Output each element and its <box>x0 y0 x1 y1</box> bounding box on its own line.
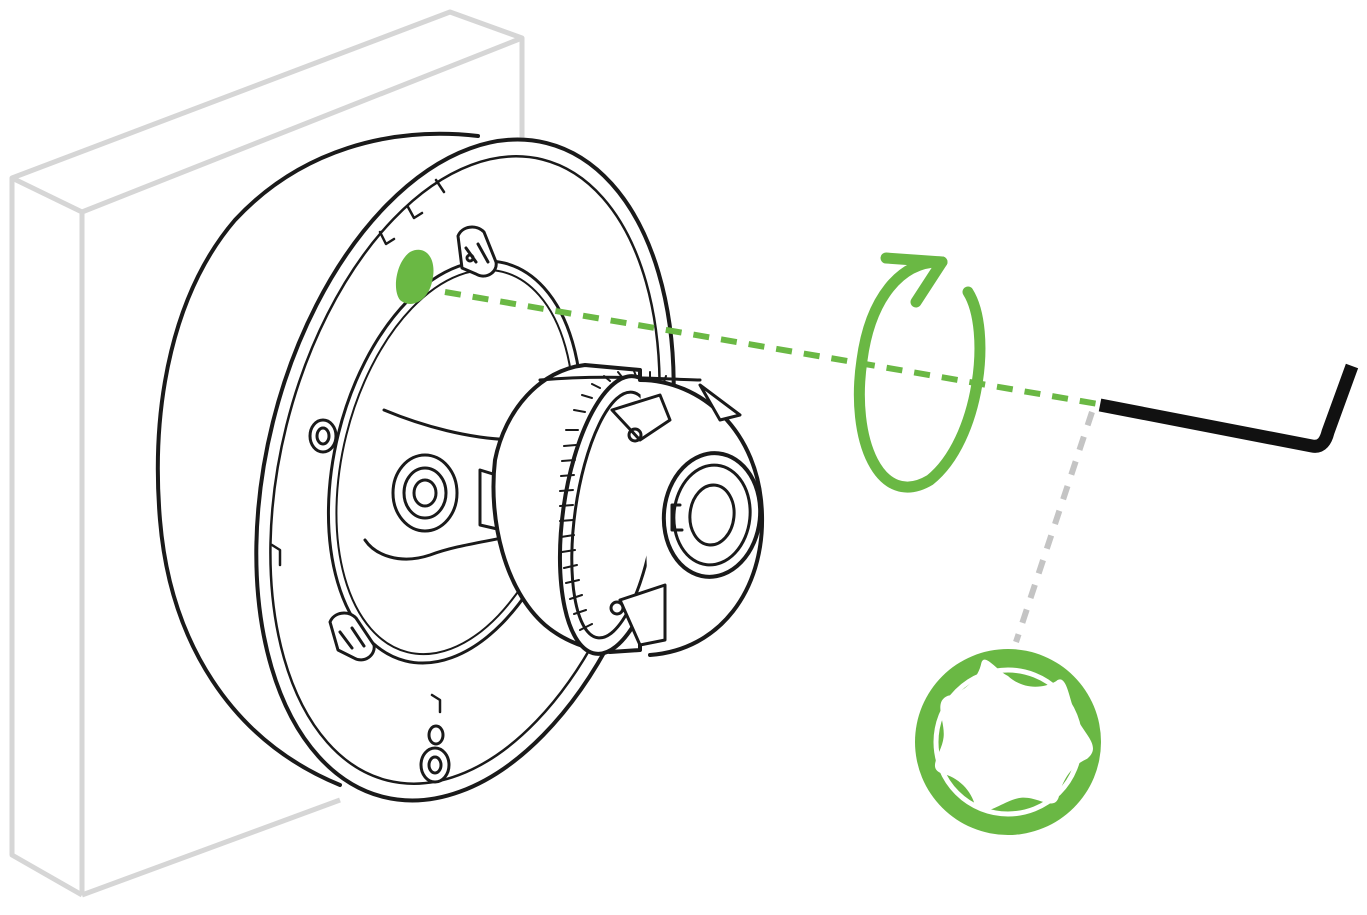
clockwise-rotation-arrow-icon <box>853 252 986 493</box>
torx-key-icon <box>1098 363 1359 453</box>
lens-module <box>491 363 765 657</box>
callout-leader-line <box>1013 411 1095 643</box>
screw-hole-bottom <box>419 724 451 784</box>
mounting-clip-top <box>456 225 498 278</box>
knurled-grip <box>559 370 667 631</box>
mounting-clip-bottom <box>328 611 376 662</box>
wall-block-icon <box>9 9 525 898</box>
torx-bit-profile-icon <box>915 649 1101 835</box>
dome-camera-icon <box>155 131 765 803</box>
highlighted-screw-icon <box>395 249 434 304</box>
screw-hole-left <box>308 418 338 454</box>
